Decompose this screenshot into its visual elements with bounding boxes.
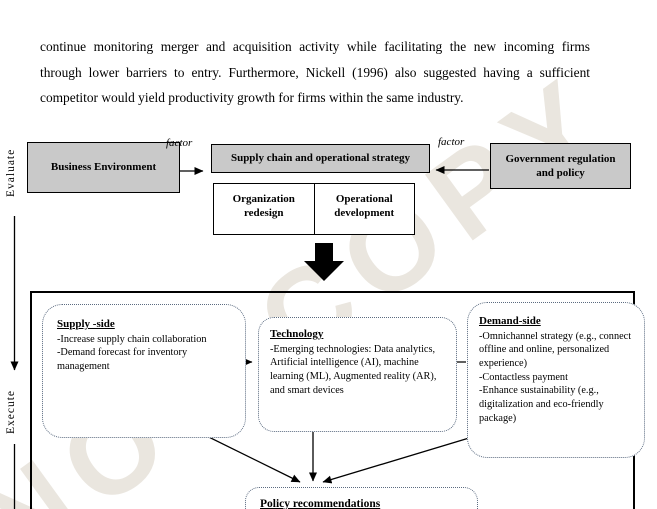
paragraph-line: continue monitoring merger and acquisiti…	[40, 39, 590, 54]
paragraph-line: through lower barriers to entry. Further…	[40, 64, 590, 80]
government-box: Government regulation and policy	[490, 143, 631, 189]
policy-title: Policy recommendations	[260, 498, 381, 509]
demand-side-box: Demand-side -Omnichannel strategy (e.g.,…	[467, 302, 645, 458]
technology-box: Technology -Emerging technologies: Data …	[258, 317, 457, 432]
demand-side-item: -Enhance sustainability (e.g., digitaliz…	[479, 385, 604, 424]
supply-side-title: Supply -side	[57, 318, 115, 330]
demand-side-title: Demand-side	[479, 315, 541, 327]
demand-side-item: -Omnichannel strategy (e.g., connect off…	[479, 330, 632, 369]
strategy-sub-box: Organization redesign Operational develo…	[213, 183, 415, 235]
rail-label-execute: Execute	[5, 389, 17, 435]
body-paragraph: continue monitoring merger and acquisiti…	[40, 34, 590, 111]
big-down-arrow	[304, 243, 344, 281]
technology-title: Technology	[270, 328, 324, 340]
factor-label-right: factor	[438, 136, 465, 148]
rail-label-evaluate: Evaluate	[5, 148, 17, 198]
operational-development-cell: Operational development	[334, 193, 395, 220]
technology-item: -Emerging technologies: Data analytics, …	[270, 343, 437, 396]
organization-redesign-cell: Organization redesign	[214, 184, 315, 234]
factor-label-left: factor	[166, 137, 193, 149]
supply-side-box: Supply -side -Increase supply chain coll…	[42, 304, 246, 438]
paragraph-line: competitor would yield productivity grow…	[40, 90, 464, 106]
supply-side-item: -Increase supply chain collaboration	[57, 333, 207, 345]
policy-recommendations-box: Policy recommendations	[245, 487, 478, 509]
supply-side-item: -Demand forecast for inventory managemen…	[57, 347, 188, 372]
demand-side-item: -Contactless payment	[479, 371, 568, 383]
business-environment-box: Business Environment	[27, 142, 180, 193]
strategy-box: Supply chain and operational strategy	[211, 144, 430, 173]
arrow-demand-to-policy	[322, 434, 480, 484]
